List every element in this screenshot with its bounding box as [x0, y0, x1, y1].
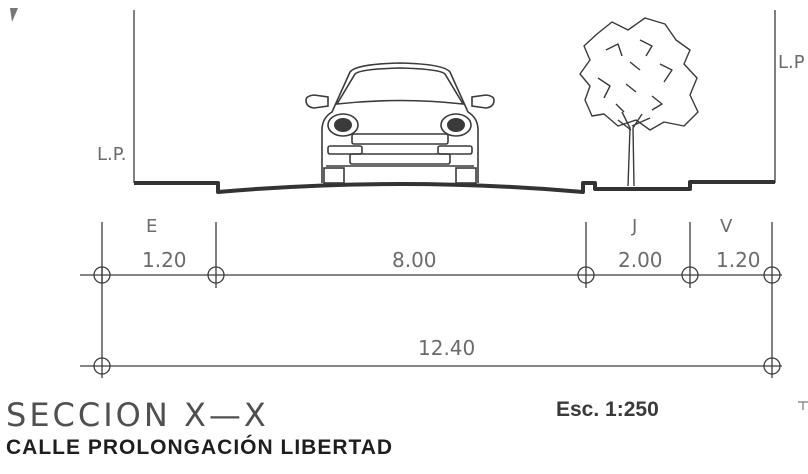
- total-width: 12.40: [418, 336, 475, 360]
- zone-code-v: V: [720, 216, 733, 237]
- tree-icon: [579, 17, 699, 187]
- drawing-title: SECCION X—X: [6, 396, 269, 434]
- drawing-scale: Esc. 1:250: [556, 398, 659, 421]
- zone-code-j: J: [631, 216, 637, 237]
- dimension-marker: [577, 266, 595, 284]
- zone-width-garden: 2.00: [618, 248, 663, 272]
- property-line-right-label: L.P: [778, 52, 805, 73]
- dimension-marker: [763, 357, 781, 375]
- zone-width-roadway: 8.00: [392, 248, 437, 272]
- zone-code-e: E: [146, 216, 157, 237]
- zone-width-sidewalk: 1.20: [142, 248, 187, 272]
- dimension-marker: [763, 266, 781, 284]
- dimension-marker: [93, 357, 111, 375]
- dimension-lines: [80, 222, 782, 378]
- street-profile: [134, 180, 775, 194]
- dimension-marker: [207, 266, 225, 284]
- property-line-left-label: L.P.: [97, 144, 127, 165]
- edge-mark: [798, 401, 808, 410]
- zone-width-walkway: 1.20: [716, 248, 761, 272]
- car-front-view: [305, 62, 495, 184]
- dimension-marker: [681, 266, 699, 284]
- drawing-subtitle: CALLE PROLONGACIÓN LIBERTAD: [6, 436, 394, 459]
- corner-mark: [10, 8, 18, 22]
- dimension-markers: [93, 266, 781, 375]
